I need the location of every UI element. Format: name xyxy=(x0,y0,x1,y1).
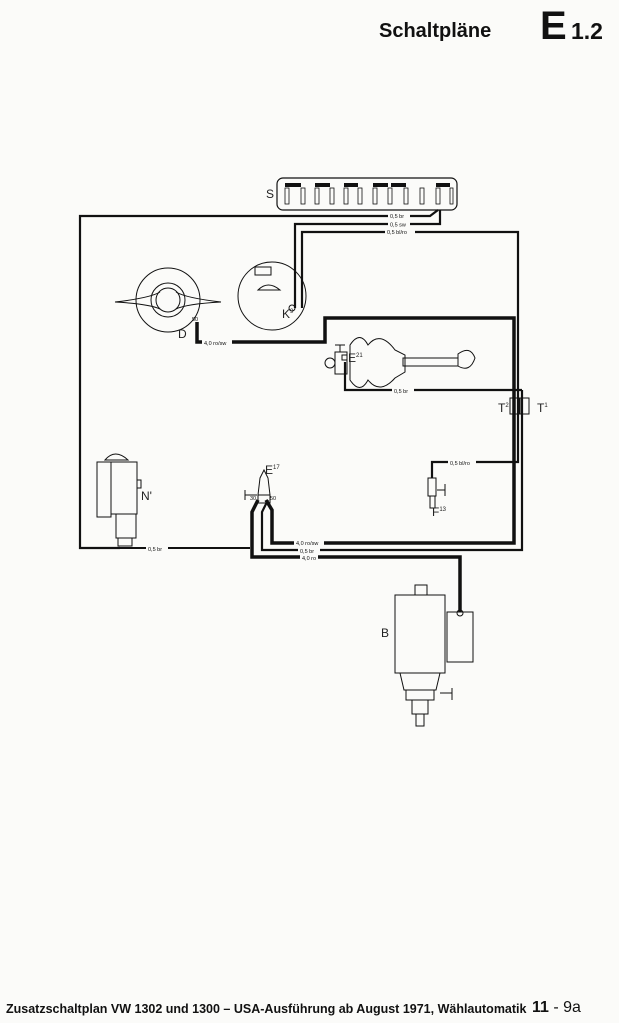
horn-d xyxy=(114,267,222,333)
label-e21: E21 xyxy=(348,351,363,365)
label-n: N' xyxy=(141,489,152,503)
wire-label-5: 0,5 br xyxy=(394,389,408,395)
label-e17: E17 xyxy=(265,463,280,477)
wire-0-5-br-n xyxy=(78,209,439,550)
section-number: 1.2 xyxy=(571,18,603,44)
warning-lamp-k9 xyxy=(237,261,307,331)
fuse-box-s xyxy=(276,177,458,211)
selector-switch-e21 xyxy=(324,337,476,388)
label-terminal-50: 50 xyxy=(270,496,276,502)
wire-0-5-sw xyxy=(293,210,442,308)
label-b: B xyxy=(381,626,389,640)
page-minor: 9a xyxy=(563,999,581,1016)
wire-4-0-ro xyxy=(250,499,462,612)
wire-label-7: 4,0 ro/sw xyxy=(296,541,318,547)
wire-label-4: 4,0 ro/sw xyxy=(204,341,226,347)
wire-0-5-bl-ro xyxy=(300,230,520,478)
section-letter: E xyxy=(540,4,567,48)
label-t2: T2 xyxy=(498,401,509,415)
label-d: D xyxy=(178,327,187,341)
label-s: S xyxy=(266,187,274,201)
figure-caption: Zusatzschaltplan VW 1302 und 1300 – USA-… xyxy=(6,1002,527,1016)
label-t1: T1 xyxy=(537,401,548,415)
switch-e17 xyxy=(244,468,271,504)
starter-b xyxy=(394,584,474,727)
wire-0-5-br-e17 xyxy=(260,390,524,552)
wire-label-9: 4,0 ro xyxy=(302,556,316,562)
page-major: 11 xyxy=(532,999,549,1016)
wire-0-5-br-e21 xyxy=(343,362,522,392)
page-title: Schaltpläne xyxy=(379,20,492,42)
label-k9: K9 xyxy=(282,307,294,321)
label-terminal-50-d: 50 xyxy=(192,317,198,323)
wire-4-0-ro-sw xyxy=(195,316,516,545)
page-separator: - xyxy=(553,999,559,1016)
wire-label-3: 0,5 bl/ro xyxy=(387,230,407,236)
label-terminal-30: 30 xyxy=(250,496,256,502)
wire-label-1: 0,5 br xyxy=(390,214,404,220)
solenoid-n xyxy=(96,453,142,547)
wire-label-2: 0,5 sw xyxy=(390,223,406,229)
wire-label-8: 0,5 br xyxy=(300,549,314,555)
wire-label-10: 0,5 br xyxy=(148,547,162,553)
page-number: 11 - 9a xyxy=(532,999,581,1017)
label-f13: F13 xyxy=(432,505,447,519)
connectors-t xyxy=(509,397,530,415)
sensor-f13 xyxy=(427,477,446,509)
wire-label-6: 0,5 bl/ro xyxy=(450,461,470,467)
